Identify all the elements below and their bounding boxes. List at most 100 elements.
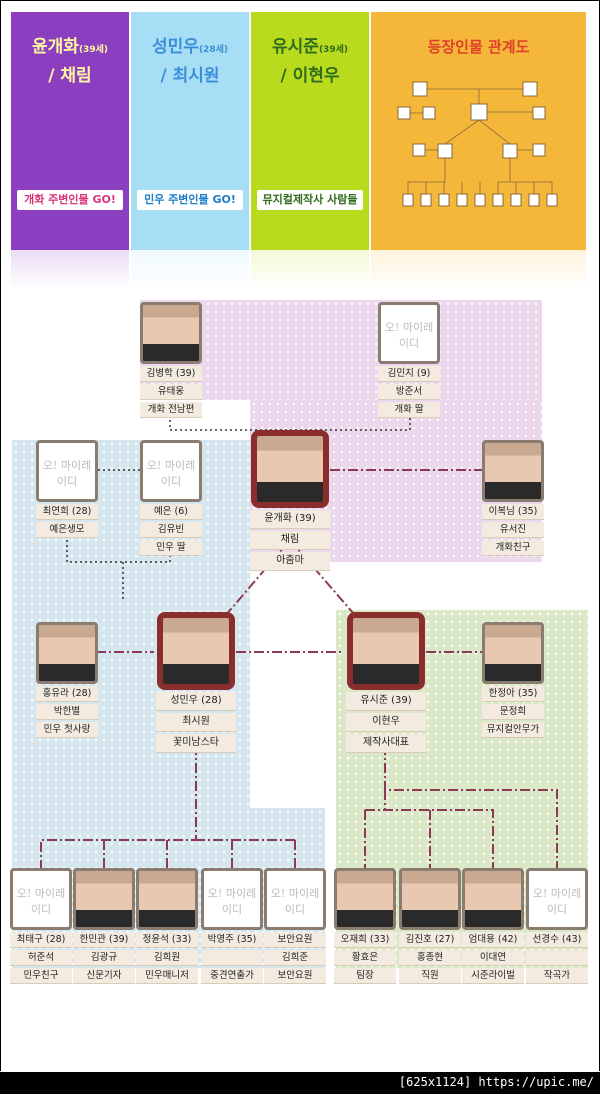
- tab-title: 윤개화(39세)/ 채림: [32, 37, 108, 86]
- person-name: 김병학 (39): [140, 366, 202, 382]
- person-role: 민우 첫사랑: [36, 722, 98, 738]
- person-name: 홍유라 (28): [36, 686, 98, 702]
- person-name: 보안요원: [264, 932, 326, 948]
- person-name: 유시준 (39): [346, 692, 426, 711]
- person-name: 김진호 (27): [399, 932, 461, 948]
- person-actor: 유서진: [482, 522, 544, 538]
- person-role: 제작사대표: [346, 734, 426, 753]
- person-actor: 문정희: [482, 704, 544, 720]
- person-role: 개화 딸: [378, 402, 440, 418]
- person-photo: [399, 868, 461, 930]
- person-role: 꽃미남스타: [156, 734, 236, 753]
- person-photo: [73, 868, 135, 930]
- person-photo: [157, 612, 235, 690]
- footer-bar: [625x1124] https://upic.me/: [0, 1072, 600, 1094]
- person-actor: 이대연: [462, 950, 524, 966]
- tab-relationship-map[interactable]: 등장인물 관계도: [371, 12, 586, 250]
- person-actor: 김희원: [136, 950, 198, 966]
- person-actor: 김광규: [73, 950, 135, 966]
- person-name: 김민지 (9): [378, 366, 440, 382]
- person-role: 팀장: [334, 968, 396, 984]
- placeholder-logo: 오! 마이레이디: [378, 302, 440, 364]
- person-name: 이복님 (35): [482, 504, 544, 520]
- person-actor: 황효은: [334, 950, 396, 966]
- person-actor: 채림: [250, 531, 330, 550]
- person-role: 민우 딸: [140, 540, 202, 556]
- tab-sijun[interactable]: 유시준(39세)/ 이현우 뮤지컬제작사 사람들: [251, 12, 369, 250]
- placeholder-logo-text: 오! 마이레이디: [532, 887, 582, 916]
- placeholder-logo: 오! 마이레이디: [140, 440, 202, 502]
- person-name: 엄대용 (42): [462, 932, 524, 948]
- placeholder-logo: 오! 마이레이디: [201, 868, 263, 930]
- person-name: 한민관 (39): [73, 932, 135, 948]
- musical-people-button[interactable]: 뮤지컬제작사 사람들: [257, 190, 363, 210]
- person-photo: [136, 868, 198, 930]
- tab-reflection: [251, 250, 369, 290]
- person-actor: 박한별: [36, 704, 98, 720]
- mini-relationship-thumbnail: [397, 81, 558, 207]
- person-role: 뮤지컬안무가: [482, 722, 544, 738]
- gaehwa-people-button[interactable]: 개화 주변인물 GO!: [17, 190, 123, 210]
- person-actor: 홍종현: [399, 950, 461, 966]
- person-photo: [482, 622, 544, 684]
- person-photo: [334, 868, 396, 930]
- person-photo: [36, 622, 98, 684]
- person-photo: [462, 868, 524, 930]
- tab-title: 유시준(39세)/ 이현우: [272, 37, 348, 86]
- placeholder-logo-text: 오! 마이레이디: [42, 459, 92, 488]
- person-name: 최연희 (28): [36, 504, 98, 520]
- person-name: 윤개화 (39): [250, 510, 330, 529]
- footer-text: [625x1124] https://upic.me/: [398, 1075, 594, 1089]
- person-photo: [140, 302, 202, 364]
- person-role: 시준라이벌: [462, 968, 524, 984]
- person-role: 아줌마: [250, 552, 330, 571]
- person-role: 개화 전남편: [140, 402, 202, 418]
- placeholder-logo-text: 오! 마이레이디: [207, 887, 257, 916]
- placeholder-logo: 오! 마이레이디: [264, 868, 326, 930]
- tab-title: 성민우(28세)/ 최시원: [152, 37, 228, 86]
- placeholder-logo-text: 오! 마이레이디: [384, 321, 434, 350]
- person-name: 오재희 (33): [334, 932, 396, 948]
- person-name: 한정아 (35): [482, 686, 544, 702]
- person-role: 작곡가: [526, 968, 588, 984]
- tab-minwoo[interactable]: 성민우(28세)/ 최시원 민우 주변인물 GO!: [131, 12, 249, 250]
- tab-gaehwa[interactable]: 윤개화(39세)/ 채림 개화 주변인물 GO!: [11, 12, 129, 250]
- person-photo: [347, 612, 425, 690]
- person-photo: [251, 430, 329, 508]
- placeholder-logo: 오! 마이레이디: [36, 440, 98, 502]
- person-role: 민우친구: [10, 968, 72, 984]
- placeholder-logo-text: 오! 마이레이디: [270, 887, 320, 916]
- person-name: 선경수 (43): [526, 932, 588, 948]
- person-actor: 유태웅: [140, 384, 202, 400]
- person-role: 보안요원: [264, 968, 326, 984]
- minwoo-people-button[interactable]: 민우 주변인물 GO!: [137, 190, 243, 210]
- tab-title: 등장인물 관계도: [427, 38, 530, 56]
- person-actor: 김유빈: [140, 522, 202, 538]
- person-name: 성민우 (28): [156, 692, 236, 711]
- person-role: 직원: [399, 968, 461, 984]
- person-role: 개화친구: [482, 540, 544, 556]
- region-gaehwa-top: [140, 300, 542, 400]
- placeholder-logo-text: 오! 마이레이디: [146, 459, 196, 488]
- person-actor: 예은생모: [36, 522, 98, 538]
- placeholder-logo-text: 오! 마이레이디: [16, 887, 66, 916]
